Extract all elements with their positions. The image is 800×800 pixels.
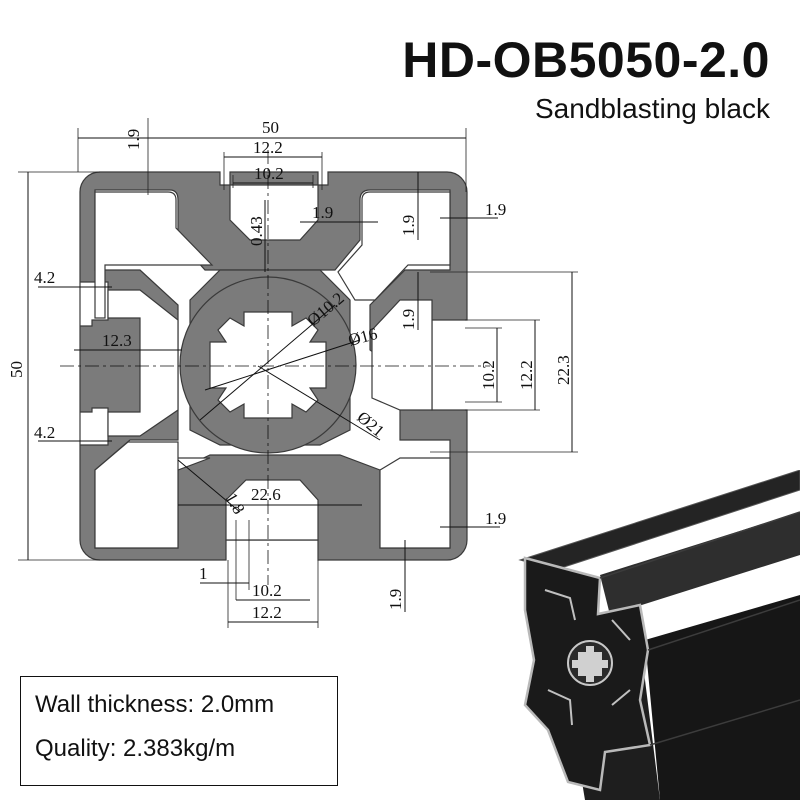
dim-left-overall: 50 — [7, 361, 26, 378]
dimension-lines — [18, 118, 578, 628]
dim-bottom-cavity: 22.6 — [251, 485, 281, 504]
dim-top-slot-outer: 12.2 — [253, 138, 283, 157]
dim-right-slot-inner: 10.2 — [479, 360, 498, 390]
cavity-left-slot — [107, 289, 179, 437]
cavity-top-slot — [229, 184, 319, 241]
product-photo — [518, 470, 800, 800]
cavity-right-slot — [371, 299, 433, 411]
cavity-bottom-left — [94, 441, 211, 549]
dim-bore-large: Ø21 — [353, 408, 388, 441]
spec-box: Wall thickness: 2.0mm Quality: 2.383kg/m — [20, 676, 338, 786]
dim-inner-wall-a: 1.9 — [312, 203, 333, 222]
quality-text: Quality: 2.383kg/m — [35, 735, 236, 762]
dim-top-slot-inner: 10.2 — [254, 164, 284, 183]
cavity-top-right — [337, 191, 451, 301]
center-lines — [60, 150, 490, 585]
dim-right-slot-outer: 12.2 — [517, 360, 536, 390]
wall-thickness-text: Wall thickness: 2.0mm — [35, 691, 275, 718]
dim-left-to-core: 12.3 — [102, 331, 132, 350]
cavity-bottom-right — [379, 457, 451, 549]
product-title: HD-OB5050-2.0 — [402, 32, 770, 88]
dim-left-lip-bottom: 4.2 — [34, 423, 55, 442]
dim-right-wall-bottom: 1.9 — [485, 509, 506, 528]
dim-top-wall: 1.9 — [124, 129, 143, 150]
cavity-top-left — [94, 191, 214, 319]
dim-depth-043: 0.43 — [247, 216, 266, 246]
dim-bottom-slot-outer: 12.2 — [252, 603, 282, 622]
finish-subtitle: Sandblasting black — [534, 93, 770, 124]
profile-cross-section — [79, 171, 468, 561]
dim-right-overall: 22.3 — [554, 355, 573, 385]
dim-bottom-slot-inner: 10.2 — [252, 581, 282, 600]
dim-bottom-wall: 1.9 — [386, 589, 405, 610]
dim-inner-wall-b: 1.9 — [399, 215, 418, 236]
dim-right-wall-mid: 1.9 — [399, 309, 418, 330]
dim-top-overall: 50 — [262, 118, 279, 137]
core-bore-hole — [209, 311, 327, 419]
dim-right-wall-top: 1.9 — [485, 200, 506, 219]
dim-left-lip-top: 4.2 — [34, 268, 55, 287]
dim-bottom-lip: 1 — [199, 564, 208, 583]
